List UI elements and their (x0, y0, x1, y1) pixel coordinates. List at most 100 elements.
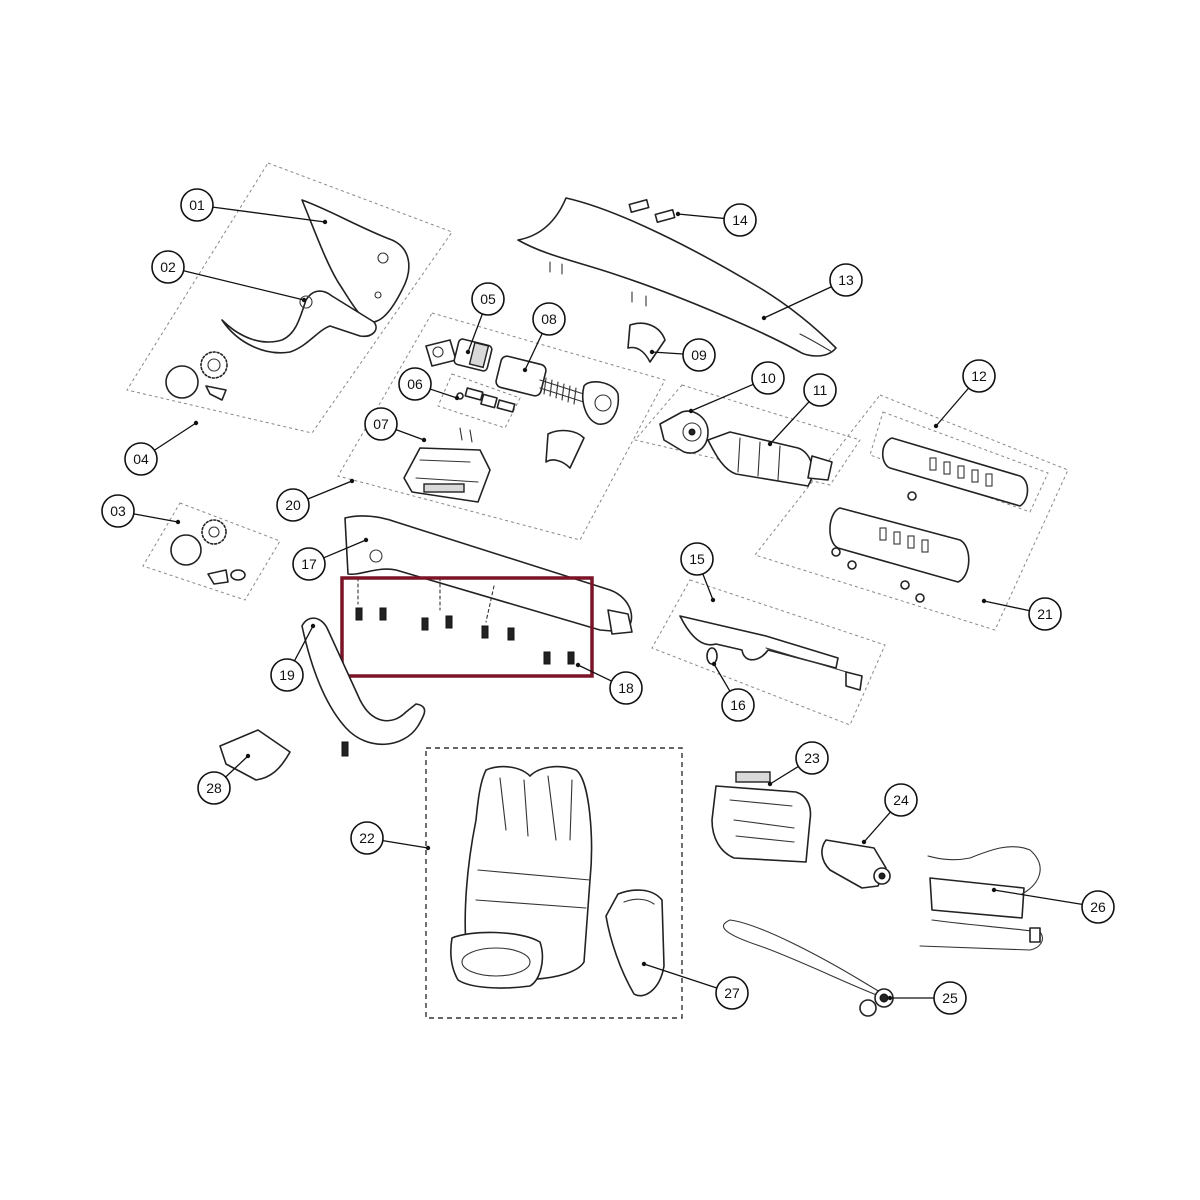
leader-dot-26 (991, 887, 997, 893)
leader-line-20 (307, 480, 353, 500)
leader-dot-02 (301, 297, 307, 303)
leader-line-11 (769, 401, 810, 445)
spindle-assembly (425, 338, 620, 425)
callout-circle-03 (101, 494, 135, 528)
callout-circle-08 (532, 302, 566, 336)
callout-label-15: 15 (689, 551, 705, 567)
leader-line-04 (154, 422, 197, 451)
callout-label-23: 23 (804, 750, 820, 766)
callout-label-21: 21 (1037, 606, 1053, 622)
harness-22 (450, 765, 593, 989)
group-box-21 (754, 394, 1069, 631)
leader-line-17 (323, 539, 367, 559)
callout-10: 10 (688, 361, 785, 414)
motor-11 (707, 431, 833, 487)
callout-circle-12 (962, 359, 996, 393)
callout-label-19: 19 (279, 667, 295, 683)
callout-circle-06 (398, 367, 432, 401)
callout-14: 14 (675, 203, 757, 237)
callout-label-11: 11 (813, 382, 828, 398)
leader-dot-28 (245, 753, 251, 759)
leader-dot-05 (465, 349, 471, 355)
leader-dot-15 (710, 597, 716, 603)
leader-dot-12 (933, 423, 939, 429)
callout-circle-16 (721, 688, 755, 722)
leader-line-05 (467, 313, 483, 353)
leader-line-07 (395, 428, 425, 441)
leader-line-12 (935, 387, 970, 427)
adapter-24 (821, 839, 891, 889)
callout-circle-11 (803, 373, 837, 407)
callout-22: 22 (350, 821, 431, 855)
blade-gear-assembly (165, 351, 228, 401)
bracket-07 (403, 447, 491, 503)
callout-label-16: 16 (730, 697, 746, 713)
callout-05: 05 (465, 282, 505, 355)
callout-label-28: 28 (206, 780, 222, 796)
leader-dot-20 (349, 478, 355, 484)
leader-dot-10 (688, 408, 694, 414)
leader-line-27 (643, 963, 718, 989)
leader-line-02 (183, 270, 305, 301)
leader-line-23 (769, 765, 799, 785)
callout-01: 01 (180, 188, 328, 225)
pin-set (456, 387, 516, 443)
callout-label-05: 05 (480, 291, 496, 307)
callout-label-24: 24 (893, 792, 909, 808)
callout-circle-07 (364, 407, 398, 441)
leader-line-13 (763, 286, 832, 319)
callout-label-20: 20 (285, 497, 301, 513)
leader-line-19 (293, 625, 314, 662)
callout-circle-01 (180, 188, 214, 222)
callout-25: 25 (887, 981, 967, 1015)
callout-label-03: 03 (110, 503, 126, 519)
leader-line-18 (577, 664, 612, 682)
group-box-12 (869, 411, 1049, 513)
callout-circle-24 (884, 783, 918, 817)
callout-circle-18 (609, 671, 643, 705)
callout-11: 11 (767, 373, 837, 447)
callout-label-04: 04 (133, 451, 149, 467)
spring-16 (706, 647, 718, 665)
leader-dot-16 (711, 661, 717, 667)
callout-label-07: 07 (373, 416, 389, 432)
callout-16: 16 (711, 661, 755, 722)
screws-18 (355, 577, 575, 665)
leader-dot-23 (767, 781, 773, 787)
callout-12: 12 (933, 359, 996, 429)
leader-line-24 (863, 811, 891, 843)
callout-circle-22 (350, 821, 384, 855)
callout-label-10: 10 (760, 370, 776, 386)
callout-18: 18 (575, 662, 643, 705)
leader-dot-09 (649, 349, 655, 355)
leader-line-21 (983, 600, 1030, 612)
leader-line-26 (993, 889, 1083, 906)
callout-label-12: 12 (971, 368, 987, 384)
callout-17: 17 (292, 537, 369, 581)
shell-13 (517, 197, 837, 357)
callouts-layer: 0102030405060708091011121314151617181920… (101, 188, 1115, 1015)
handle-19 (301, 617, 426, 757)
callout-21: 21 (981, 597, 1062, 631)
callout-label-13: 13 (838, 272, 854, 288)
leader-dot-22 (425, 845, 431, 851)
leader-dot-14 (675, 211, 681, 217)
callout-label-22: 22 (359, 830, 375, 846)
callout-label-17: 17 (301, 556, 317, 572)
callout-label-06: 06 (407, 376, 423, 392)
callout-15: 15 (680, 542, 716, 603)
callout-label-26: 26 (1090, 899, 1106, 915)
cable-25 (723, 919, 894, 1017)
callout-circle-04 (124, 442, 158, 476)
leader-dot-18 (575, 662, 581, 668)
callout-label-27: 27 (724, 985, 740, 1001)
callout-20: 20 (276, 478, 355, 522)
blade-upper (301, 199, 410, 323)
callout-circle-10 (751, 361, 785, 395)
pad-28 (219, 729, 291, 781)
callout-circle-28 (197, 771, 231, 805)
leader-dot-21 (981, 598, 987, 604)
callout-04: 04 (124, 420, 199, 476)
callout-06: 06 (398, 367, 460, 401)
group-box-10-11 (634, 384, 861, 486)
